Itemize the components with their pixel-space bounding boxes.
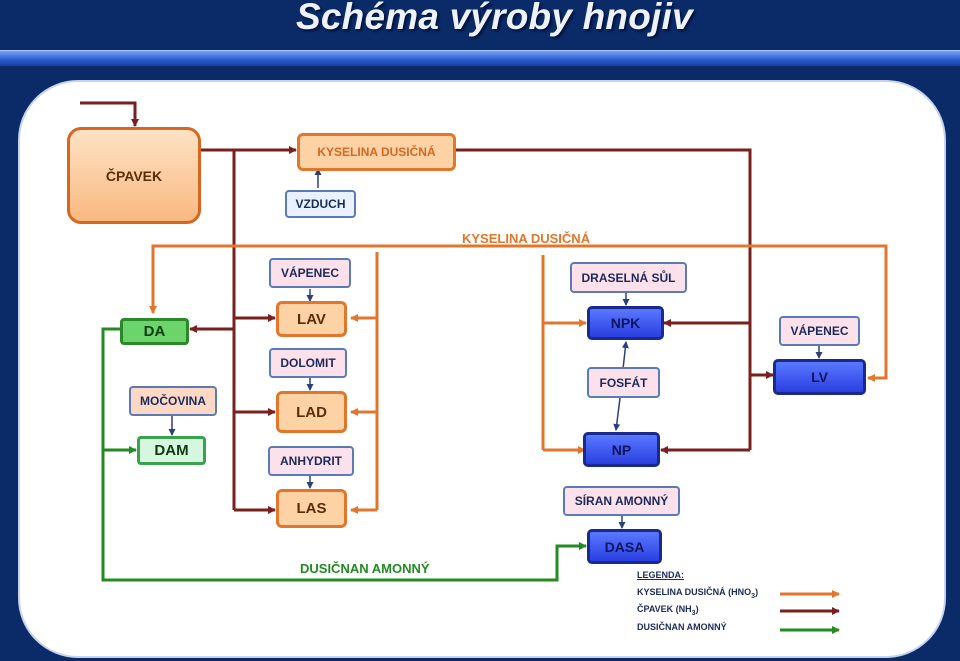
legend-item-dusicnan-amonny: DUSIČNAN AMONNÝ	[637, 622, 727, 632]
cpavek-lines	[80, 101, 774, 514]
node-lv: LV	[773, 359, 866, 395]
node-dolomit: DOLOMIT	[269, 348, 347, 378]
node-mocovina: MOČOVINA	[129, 386, 217, 416]
node-lad: LAD	[276, 391, 347, 433]
node-da: DA	[120, 318, 189, 345]
legend-item-cpavek: ČPAVEK (NH3)	[637, 604, 699, 617]
node-kyselina-dusicna: KYSELINA DUSIČNÁ	[297, 133, 456, 171]
node-fosfat: FOSFÁT	[587, 367, 660, 398]
node-npk: NPK	[587, 306, 664, 340]
page-title: Schéma výroby hnojiv	[296, 0, 693, 37]
node-np: NP	[583, 432, 660, 467]
dusicnan-amonny-lines	[101, 327, 587, 582]
node-anhydrit: ANHYDRIT	[268, 446, 354, 476]
legend-title: LEGENDA:	[637, 570, 684, 580]
node-dam: DAM	[137, 436, 206, 465]
title-underline-bar	[0, 50, 960, 67]
label-dusicnan-amonny-line: DUSIČNAN AMONNÝ	[300, 561, 430, 576]
node-dasa: DASA	[587, 529, 662, 564]
node-vapenec-1: VÁPENEC	[269, 258, 351, 288]
node-vzduch: VZDUCH	[285, 190, 356, 218]
kyselina-dusicna-lines	[149, 244, 888, 514]
legend-arrows	[780, 590, 840, 634]
node-lav: LAV	[276, 301, 347, 337]
label-kyselina-dusicna-line: KYSELINA DUSIČNÁ	[462, 231, 591, 246]
legend-item-kyselina-dusicna: KYSELINA DUSIČNÁ (HNO3)	[637, 587, 759, 600]
node-las: LAS	[276, 489, 347, 528]
node-vapenec-2: VÁPENEC	[779, 316, 860, 346]
node-cpavek: ČPAVEK	[67, 127, 201, 224]
node-draselna-sul: DRASELNÁ SŮL	[570, 262, 687, 293]
node-siran-amonny: SÍRAN AMONNÝ	[563, 486, 680, 516]
